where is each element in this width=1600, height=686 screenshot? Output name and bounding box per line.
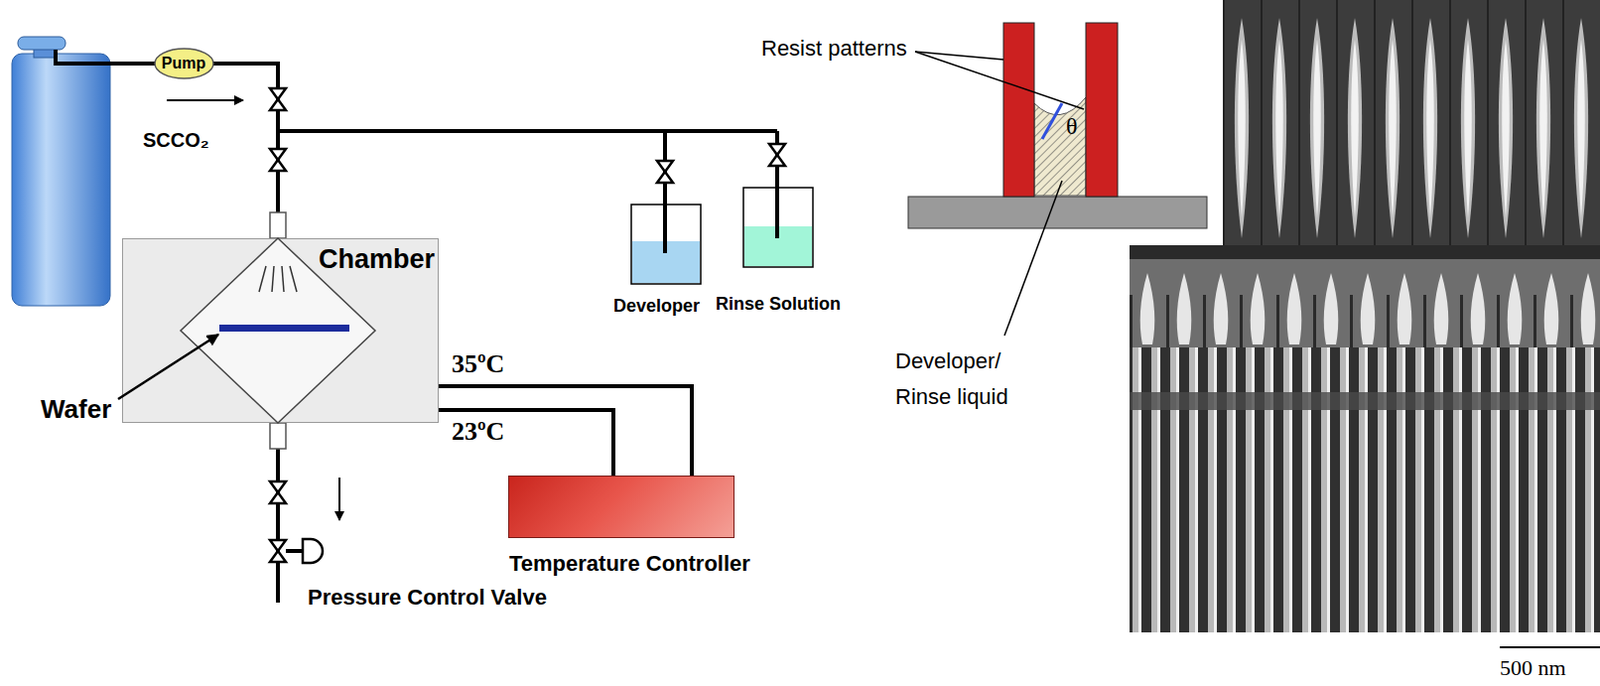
- resist-inset: [1003, 22, 1035, 197]
- bottle: [631, 187, 813, 284]
- node-label: Pump: [161, 54, 206, 73]
- scale-bar: [1499, 646, 1600, 649]
- chamber-box: Chamber: [122, 238, 439, 423]
- pipe: [285, 548, 303, 553]
- resist-inset: [1042, 103, 1063, 139]
- wafer: [219, 324, 350, 332]
- sem-image: [1129, 245, 1600, 348]
- sem-image: [1129, 245, 1600, 260]
- pump-shape: [154, 48, 214, 79]
- flow-arrow: [338, 477, 341, 521]
- spray-line: [259, 266, 267, 292]
- pipe: [55, 49, 778, 603]
- text-label: SCCO₂: [142, 129, 210, 152]
- connector: [438, 409, 614, 476]
- nozzle: [269, 212, 286, 239]
- spray-line: [281, 266, 284, 292]
- leader-line: [915, 51, 1084, 110]
- node-label: Chamber: [318, 244, 435, 275]
- leader-arrow: [118, 334, 219, 400]
- text-label: Developer/ Rinse liquid: [895, 343, 1035, 415]
- sem-image: [1222, 0, 1600, 246]
- spray-line: [271, 266, 274, 292]
- node-label: Temperature Controller: [509, 550, 751, 577]
- valve-symbol: [657, 160, 673, 183]
- sem-image: [1129, 392, 1600, 410]
- edge-label: 35ºC: [451, 349, 505, 380]
- nozzle: [269, 422, 286, 449]
- gas-cylinder: [11, 36, 111, 306]
- connector: [438, 386, 692, 476]
- leader-line: [1004, 180, 1063, 336]
- text-label: 500 nm: [1499, 655, 1567, 681]
- valve-symbol: [769, 143, 786, 166]
- controller-box: Temperature Controller: [508, 475, 735, 538]
- gas-cylinder: [17, 36, 66, 50]
- spray-line: [289, 266, 297, 292]
- valve-symbol: [302, 538, 323, 563]
- text-label: Rinse Solution: [715, 293, 841, 315]
- text-label: Resist patterns: [761, 35, 908, 62]
- resist-inset: [1034, 97, 1086, 196]
- sem-image: [1129, 347, 1600, 633]
- pump-ellipse: Pump: [153, 47, 215, 80]
- pipe: [277, 129, 778, 134]
- gas-cylinder: [11, 53, 111, 306]
- flow-arrow: [166, 99, 244, 102]
- valve-symbol: [269, 539, 286, 562]
- leader-line: [915, 51, 1084, 336]
- text-label: Developer: [613, 295, 700, 317]
- sem-image: [1129, 347, 1600, 633]
- sem-image: [1129, 245, 1600, 348]
- text-label: Pressure Control Valve: [307, 584, 547, 611]
- sem-image: [1222, 0, 1600, 246]
- chamber-shape: [123, 239, 439, 423]
- pipe: [663, 131, 667, 254]
- pipe: [275, 448, 280, 603]
- valve-symbol: [269, 148, 286, 171]
- pipe: [55, 49, 278, 213]
- resist-inset: [1085, 22, 1118, 197]
- text-label: Wafer: [40, 394, 112, 425]
- text-label: θ: [1066, 113, 1078, 140]
- resist-inset: [908, 22, 1207, 229]
- valve-symbol: [269, 88, 286, 111]
- scale-bar: [1499, 647, 1600, 649]
- resist-inset: [908, 196, 1207, 229]
- sem-image: [1129, 0, 1600, 633]
- valve-symbol: [269, 481, 286, 504]
- edge-label: 23ºC: [451, 416, 505, 447]
